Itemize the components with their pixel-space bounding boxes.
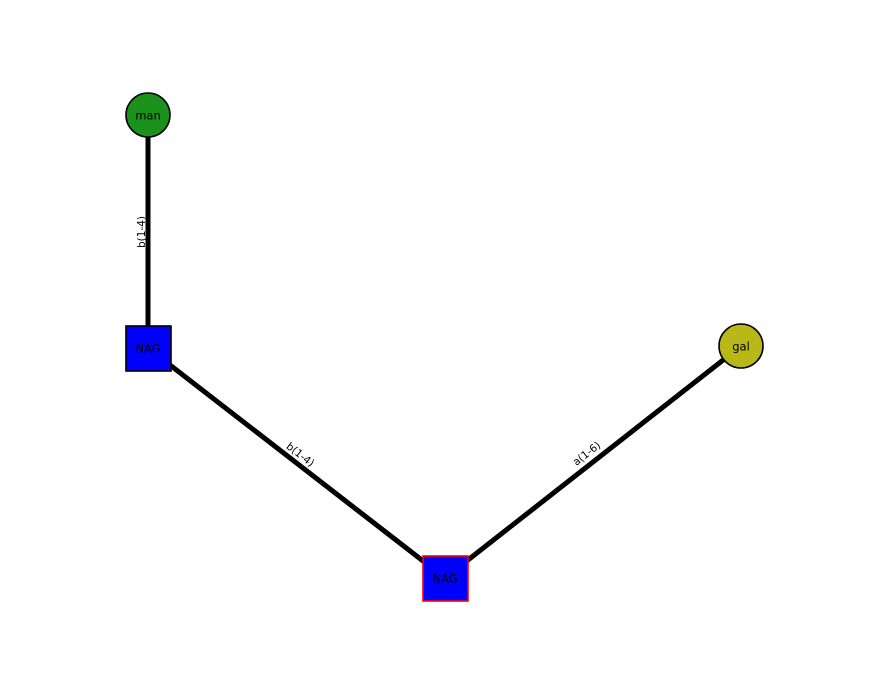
edge-label-man-nag1: b(1-4) <box>136 216 148 248</box>
node-gal-shape <box>718 323 764 369</box>
node-nag1-shape <box>125 325 172 372</box>
node-nag1-label: NAG <box>135 342 160 356</box>
node-nag2-shape <box>422 555 469 602</box>
node-man-shape <box>125 92 171 138</box>
edge-nag1-nag2 <box>146 346 447 580</box>
node-gal: gal <box>718 323 764 369</box>
edge-label-text: b(1-4) <box>136 216 148 248</box>
node-nag2-label: NAG <box>432 572 457 586</box>
node-man-label: man <box>135 109 161 123</box>
edge-nag2-gal <box>443 344 743 580</box>
node-gal-label: gal <box>732 340 750 354</box>
node-nag2: NAG <box>422 555 469 602</box>
node-nag1: NAG <box>125 325 172 372</box>
node-man: man <box>125 92 171 138</box>
